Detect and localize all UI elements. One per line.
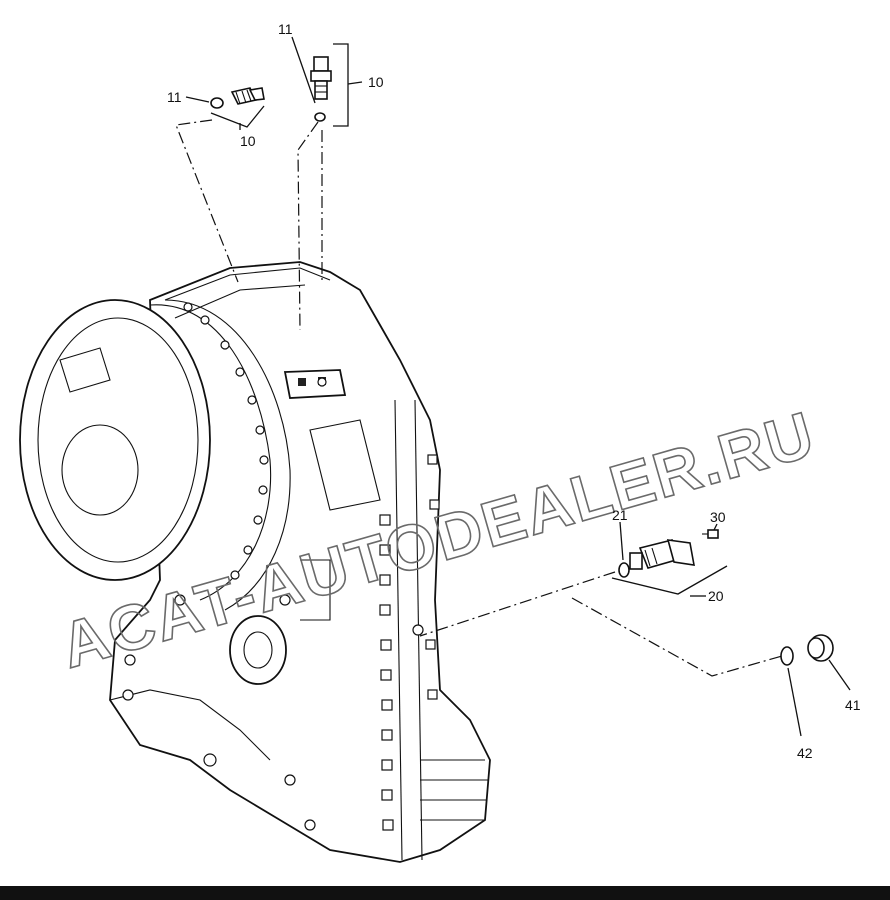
callout-42: 42 [797, 745, 813, 761]
callout-10-top: 10 [368, 74, 384, 90]
callout-30: 30 [710, 509, 726, 525]
o-ring-top [314, 112, 326, 122]
callout-41: 41 [845, 697, 861, 713]
speed-sensor-left [230, 87, 265, 105]
plug-41 [807, 634, 834, 662]
speed-sensor-top [310, 56, 332, 100]
callout-21: 21 [612, 507, 628, 523]
o-ring-left [210, 97, 224, 109]
bottom-border-bar [0, 886, 890, 900]
callout-20: 20 [708, 588, 724, 604]
callout-11-left: 11 [167, 89, 182, 105]
o-ring-42 [780, 646, 794, 666]
transmission-housing [19, 261, 491, 863]
callout-11-top: 11 [278, 21, 293, 37]
bolt-30 [702, 529, 719, 539]
o-ring-right [618, 562, 630, 578]
callout-10-left: 10 [240, 133, 256, 149]
speed-sensor-right [629, 539, 695, 570]
